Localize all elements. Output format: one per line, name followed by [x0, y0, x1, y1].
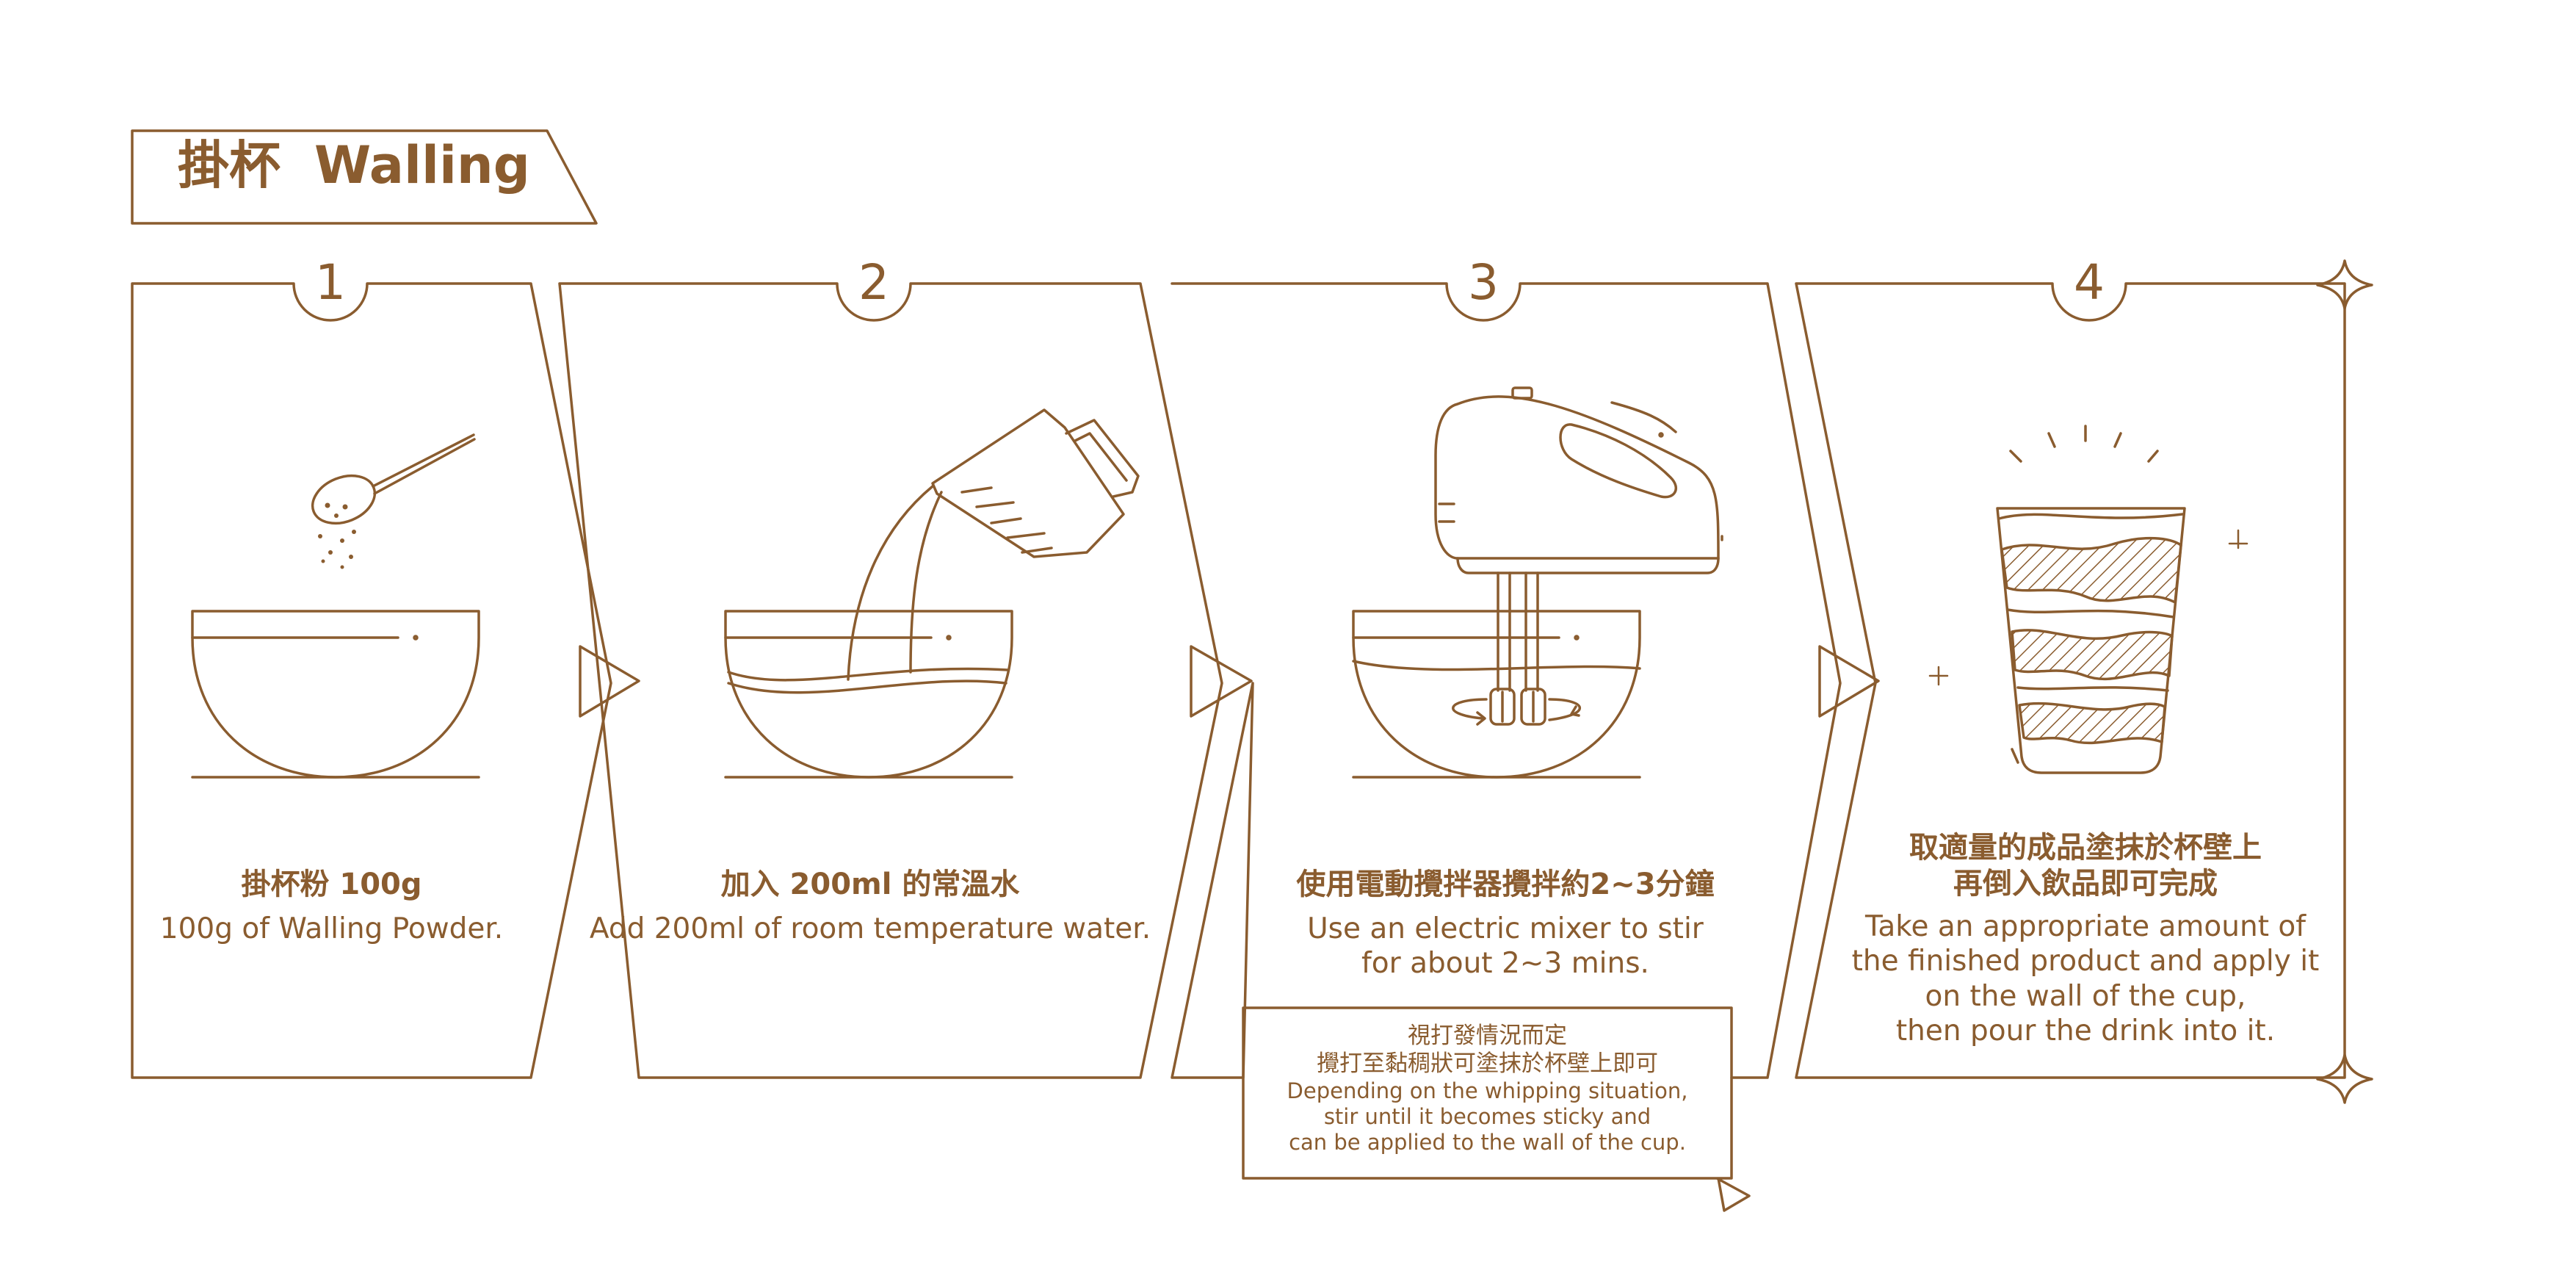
electric-mixer-icon [1352, 386, 1723, 779]
note-en-line-1: Depending on the whipping situation, [1287, 1078, 1688, 1103]
step-3-en-line-1: Use an electric mixer to stir [1307, 912, 1704, 945]
step-4-zh-line-2: 再倒入飲品即可完成 [1953, 866, 2218, 901]
note-en-line-2: stir until it becomes sticky and [1323, 1104, 1651, 1129]
note-zh-line-1: 視打發情況而定 [1408, 1023, 1567, 1049]
step-2-number: 2 [858, 254, 889, 311]
step-2-panel [558, 282, 1223, 1079]
step-3-caption: 使用電動攪拌器攪拌約2~3分鐘 Use an electric mixer to… [1248, 867, 1762, 981]
step-1-panel [131, 282, 612, 1079]
arrow-icon [1818, 645, 1880, 718]
title-banner [131, 129, 598, 225]
note-zh-line-2: 攪打至黏稠狀可塗抹於杯壁上即可 [1317, 1050, 1658, 1077]
step-4-en-line-2: the finished product and apply it [1851, 945, 2320, 978]
pouring-jug-icon [724, 408, 1140, 779]
step-3-panel [1171, 282, 1842, 1079]
sparkle-icon [2316, 1053, 2373, 1104]
step-4-en-line-4: then pour the drink into it. [1895, 1014, 2276, 1048]
step-2-zh: 加入 200ml 的常溫水 [720, 868, 1020, 901]
sparkle-icon [2316, 259, 2373, 310]
title-en: Walling [314, 135, 530, 195]
note-text: 視打發情況而定 攪打至黏稠狀可塗抹於杯壁上即可 Depending on the… [1243, 1023, 1732, 1156]
step-1-zh: 掛杯粉 100g [241, 868, 422, 901]
step-4-zh-line-1: 取適量的成品塗抹於杯壁上 [1909, 831, 2262, 865]
step-4-number: 4 [2074, 254, 2105, 311]
arrow-icon [579, 645, 640, 718]
step-3-en-line-2: for about 2~3 mins. [1361, 947, 1649, 981]
title-zh: 掛杯 [178, 135, 281, 195]
step-2-en: Add 200ml of room temperature water. [589, 912, 1151, 945]
step-1-number: 1 [315, 254, 346, 311]
step-4-caption: 取適量的成品塗抹於杯壁上 再倒入飲品即可完成 Take an appropria… [1850, 830, 2320, 1049]
step-2-caption: 加入 200ml 的常溫水 Add 200ml of room temperat… [580, 867, 1160, 946]
step-1-caption: 掛杯粉 100g 100g of Walling Powder. [132, 867, 531, 946]
step-1-en: 100g of Walling Powder. [159, 912, 504, 945]
step-4-panel [1795, 282, 2346, 1079]
powder-dots [318, 502, 356, 569]
arrow-icon [1190, 645, 1253, 718]
note-box [1242, 1006, 1751, 1212]
note-en-line-3: can be applied to the wall of the cup. [1289, 1130, 1686, 1155]
coated-cup-icon [1928, 425, 2248, 774]
step-3-zh: 使用電動攪拌器攪拌約2~3分鐘 [1296, 868, 1715, 901]
step-4-en-line-3: on the wall of the cup, [1925, 979, 2246, 1013]
spoon-bowl-icon [191, 433, 480, 779]
step-4-en-line-1: Take an appropriate amount of [1865, 909, 2306, 943]
step-3-number: 3 [1468, 254, 1499, 311]
